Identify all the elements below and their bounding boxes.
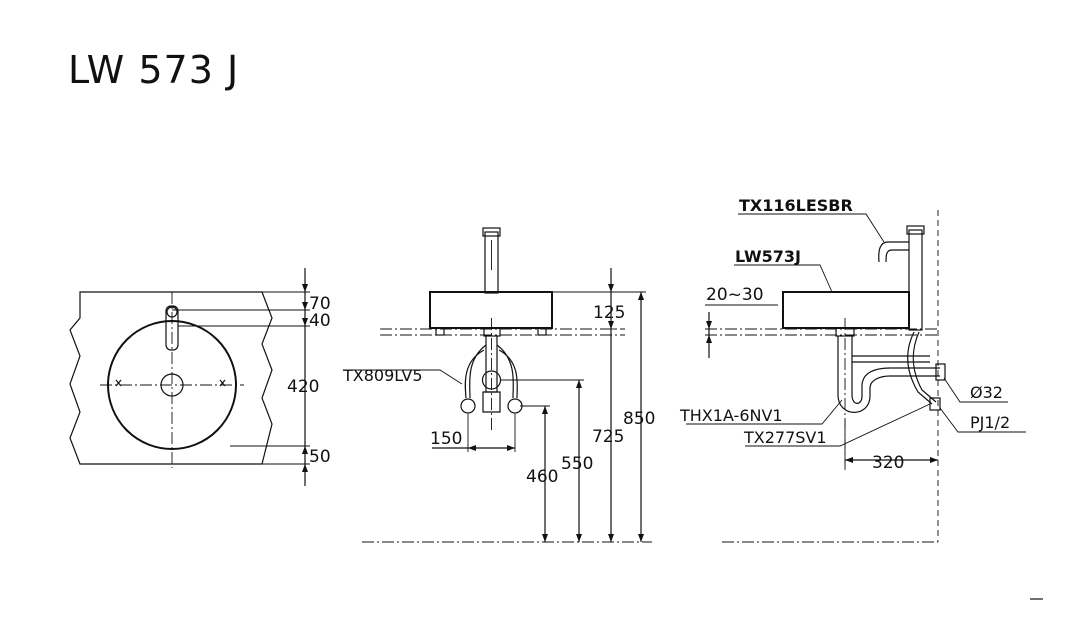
- label-thx1a-6nv1: THX1A-6NV1: [679, 406, 783, 425]
- label-diameter-32: Ø32: [970, 383, 1003, 402]
- basin-front: [429, 291, 553, 329]
- label-tx116lesbr: TX116LESBR: [739, 196, 853, 215]
- dim-550: 550: [561, 454, 593, 474]
- tall-faucet-icon: [908, 229, 923, 331]
- dim-125: 125: [593, 303, 625, 323]
- basin-side: [782, 291, 910, 329]
- label-tx809lv5: TX809LV5: [342, 366, 423, 385]
- valve-right-icon: [507, 398, 523, 414]
- side-view: 20~30 320 TX116LESBR LW573J THX1A-6NV1 T…: [679, 196, 1026, 543]
- overflow-mark-right: [219, 379, 226, 387]
- label-pj1-2: PJ1/2: [970, 413, 1010, 432]
- dim-20-30: 20~30: [706, 285, 764, 305]
- faucet-plan-icon: [165, 305, 179, 351]
- dim-40: 40: [309, 311, 331, 331]
- dim-320: 320: [872, 453, 904, 473]
- dim-150: 150: [430, 429, 462, 449]
- plan-view: 70 40 420 50: [69, 268, 331, 486]
- dim-420: 420: [287, 377, 319, 397]
- dim-850: 850: [623, 409, 655, 429]
- label-tx277sv1: TX277SV1: [743, 428, 827, 447]
- front-view: TX809LV5 150 125 460 550 725 850: [342, 227, 655, 543]
- label-lw573j: LW573J: [735, 247, 801, 266]
- overflow-mark-left: [115, 379, 122, 387]
- counter-outline: [69, 291, 273, 465]
- dim-725: 725: [592, 427, 624, 447]
- dim-70: 70: [309, 294, 331, 314]
- dim-460: 460: [526, 467, 558, 487]
- valve-left-icon: [460, 398, 476, 414]
- dim-50: 50: [309, 447, 331, 467]
- page-title: LW 573 J: [68, 48, 240, 92]
